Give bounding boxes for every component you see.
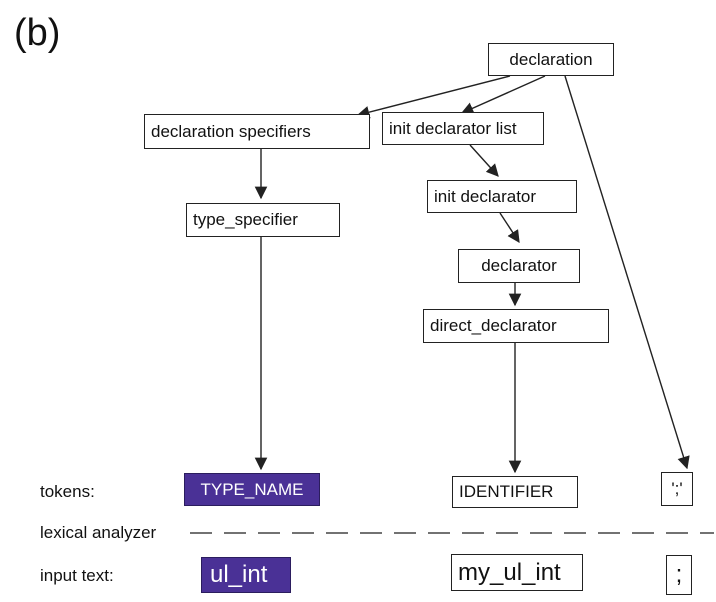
node-type-specifier: type_specifier — [186, 203, 340, 237]
tokens-row-label: tokens: — [40, 482, 95, 501]
edge-init-declarator-to-declarator — [499, 212, 520, 244]
panel-label: (b) — [14, 12, 61, 54]
token-identifier: IDENTIFIER — [452, 476, 578, 508]
node-declaration: declaration — [488, 43, 614, 76]
node-init-declarator-list: init declarator list — [382, 112, 544, 145]
node-init-declarator: init declarator — [427, 180, 577, 213]
input-semicolon-text: ; — [666, 555, 692, 595]
node-direct-declarator: direct_declarator — [423, 309, 609, 343]
input-identifier-text: my_ul_int — [451, 554, 583, 591]
node-declaration-specifiers: declaration specifiers — [144, 114, 370, 149]
token-semicolon: ';' — [661, 472, 693, 506]
edge-declaration-to-specifiers — [356, 75, 511, 119]
input-row-label: input text: — [40, 566, 114, 585]
edge-declaration-to-init-list — [460, 75, 546, 115]
token-type-name: TYPE_NAME — [184, 473, 320, 506]
input-type-text: ul_int — [201, 557, 291, 593]
lexical-analyzer-label: lexical analyzer — [40, 523, 157, 542]
node-declarator: declarator — [458, 249, 580, 283]
edge-init-list-to-init-declarator — [469, 144, 499, 177]
edge-declaration-to-semicolon — [564, 75, 690, 470]
